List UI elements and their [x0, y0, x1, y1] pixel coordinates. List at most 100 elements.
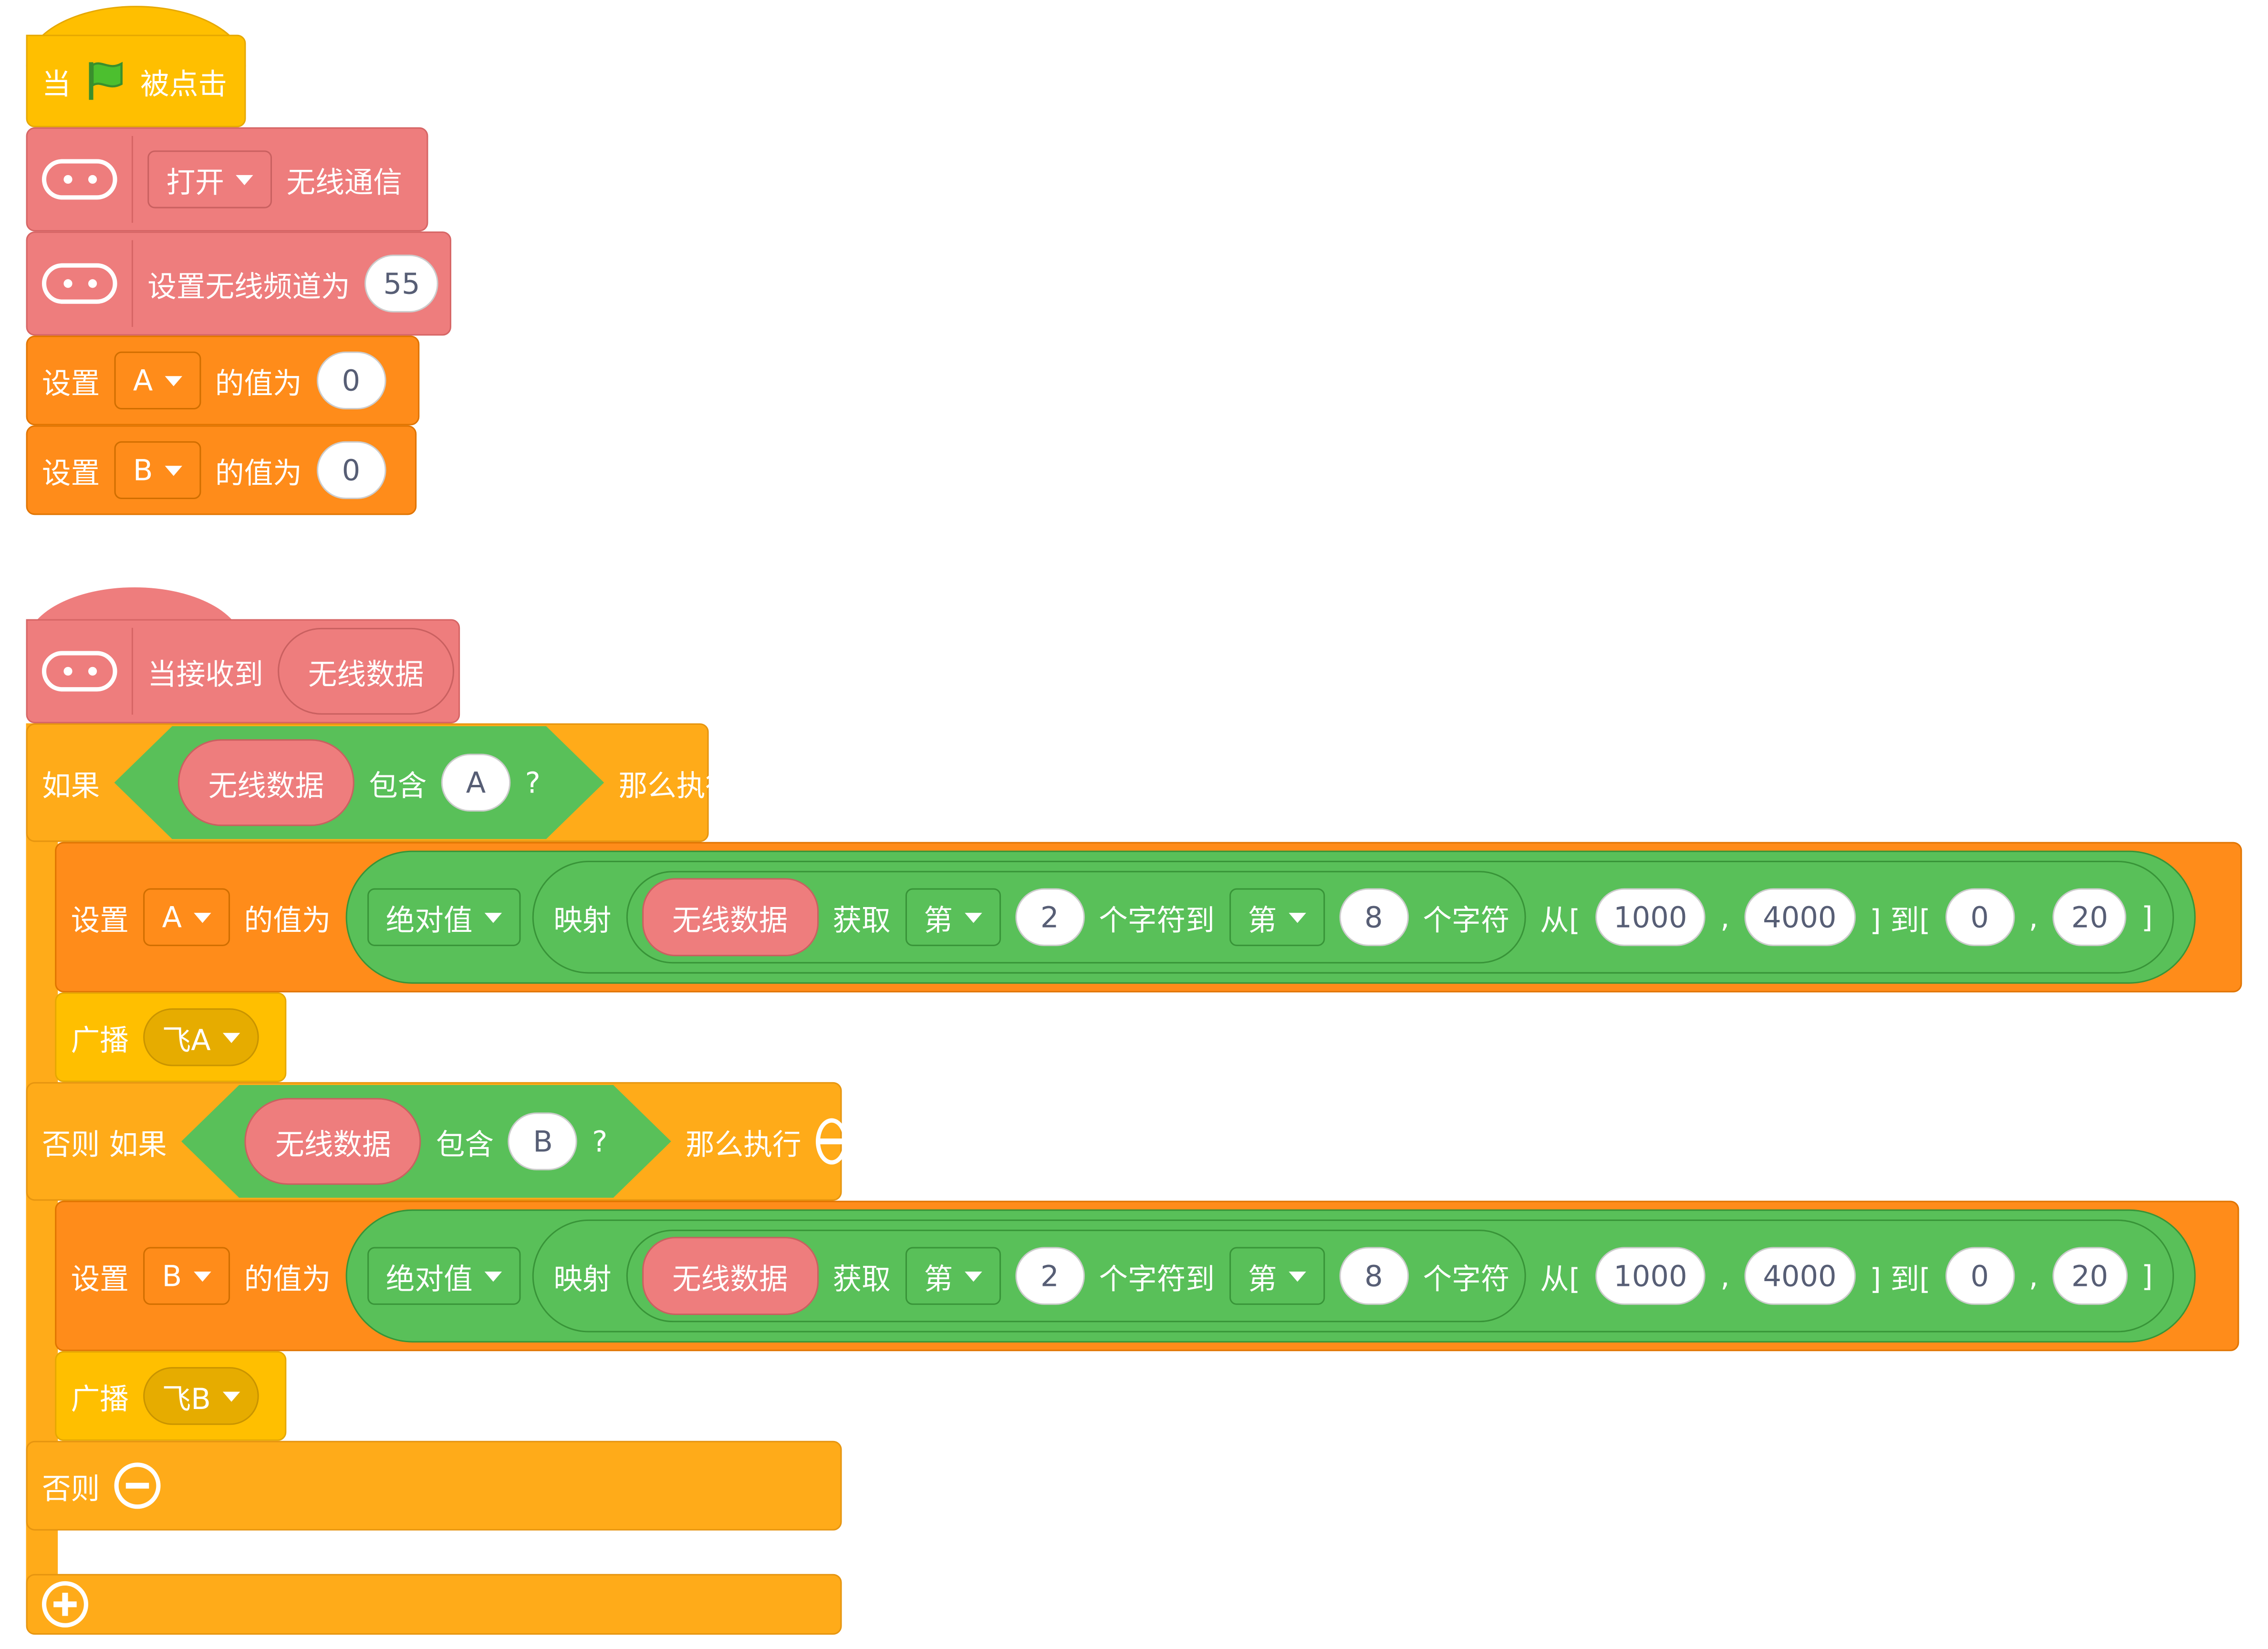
- set-variable-b-block[interactable]: 设置 B 的值为 0: [26, 425, 417, 515]
- chevron-down-icon: [1288, 912, 1306, 922]
- then-label: 那么执行: [686, 1126, 801, 1161]
- message-dropdown[interactable]: 飞A: [143, 1008, 259, 1066]
- to-high-input[interactable]: 20: [2052, 1247, 2127, 1305]
- variable-dropdown[interactable]: B: [143, 1247, 230, 1305]
- dropdown-value: A: [162, 899, 182, 935]
- green-flag-icon: [89, 62, 123, 100]
- set-variable-a-block[interactable]: 设置 A 的值为 0: [26, 335, 420, 426]
- map-reporter[interactable]: 映射 无线数据 获取 第 2 个字符到 第 8 个字符: [531, 860, 2174, 974]
- contains-value-input[interactable]: A: [441, 754, 511, 812]
- variable-dropdown[interactable]: B: [114, 441, 201, 500]
- chevron-down-icon: [484, 1271, 502, 1281]
- radio-data-reporter[interactable]: 无线数据: [642, 878, 819, 957]
- microbit-icon: [42, 159, 117, 200]
- chevron-down-icon: [964, 1271, 982, 1281]
- radio-mode-dropdown[interactable]: 打开: [147, 150, 272, 209]
- set-channel-label: 设置无线频道为: [147, 268, 350, 303]
- dropdown-value: 第: [1248, 1261, 1277, 1296]
- chevron-down-icon: [484, 912, 502, 922]
- math-op-dropdown[interactable]: 绝对值: [367, 1247, 520, 1305]
- add-branch-icon[interactable]: [42, 1581, 88, 1628]
- when-flag-clicked-block[interactable]: 当 被点击: [26, 34, 246, 127]
- math-op-dropdown[interactable]: 绝对值: [367, 888, 520, 946]
- radio-data-param[interactable]: 无线数据: [278, 627, 455, 715]
- then-label: 那么执行: [618, 767, 735, 803]
- to-high-input[interactable]: 20: [2052, 888, 2127, 946]
- channel-input[interactable]: 55: [364, 254, 439, 313]
- contains-label: 包含: [369, 767, 427, 803]
- value-label: 的值为: [244, 1261, 331, 1296]
- index-mode-dropdown[interactable]: 第: [905, 1247, 1001, 1305]
- from-low-input[interactable]: 1000: [1594, 1247, 1706, 1305]
- radio-data-reporter[interactable]: 无线数据: [642, 1237, 819, 1315]
- set-channel-block[interactable]: 设置无线频道为 55: [26, 231, 451, 336]
- else-if-label: 否则 如果: [42, 1126, 167, 1161]
- remove-branch-icon[interactable]: [815, 1118, 848, 1165]
- dropdown-value: 飞B: [162, 1380, 211, 1416]
- substring-reporter[interactable]: 无线数据 获取 第 2 个字符到 第 8 个字符: [625, 871, 1526, 964]
- remove-branch-icon[interactable]: [114, 1462, 161, 1509]
- abs-reporter[interactable]: 绝对值 映射 无线数据 获取 第 2 个字符到 第: [345, 1209, 2196, 1343]
- message-dropdown[interactable]: 飞B: [143, 1367, 259, 1425]
- dropdown-value: B: [133, 452, 153, 488]
- contains-condition[interactable]: 无线数据 包含 A ?: [114, 726, 604, 839]
- from-high-input[interactable]: 4000: [1744, 1247, 1856, 1305]
- broadcast-a-block[interactable]: 广播 飞A: [55, 992, 287, 1082]
- contains-value-input[interactable]: B: [508, 1113, 578, 1170]
- end-index-input[interactable]: 8: [1339, 1247, 1409, 1305]
- map-reporter[interactable]: 映射 无线数据 获取 第 2 个字符到 第 8 个字符: [531, 1219, 2174, 1333]
- if-row[interactable]: 如果 无线数据 包含 A ? 那么执行: [26, 723, 734, 842]
- chars-label: 个字符: [1423, 902, 1510, 937]
- index-mode-dropdown[interactable]: 第: [905, 888, 1001, 946]
- value-input[interactable]: 0: [316, 351, 386, 410]
- question-label: ?: [592, 1124, 608, 1159]
- when-radio-received-block[interactable]: 当接收到 无线数据: [26, 619, 460, 723]
- chevron-down-icon: [1288, 1271, 1306, 1281]
- set-b-map-block[interactable]: 设置 B 的值为 绝对值 映射 无线数据 获取 第 2: [55, 1200, 2239, 1351]
- microbit-icon: [42, 651, 117, 692]
- to-low-input[interactable]: 0: [1945, 888, 2015, 946]
- if-else-block-footer: [26, 1574, 842, 1635]
- chevron-down-icon: [164, 465, 182, 475]
- from-low-input[interactable]: 1000: [1594, 888, 1706, 946]
- broadcast-label: 广播: [71, 1380, 129, 1416]
- index-mode-dropdown[interactable]: 第: [1229, 1247, 1325, 1305]
- from-label: 从[: [1540, 1261, 1581, 1296]
- abs-reporter[interactable]: 绝对值 映射 无线数据 获取 第 2 个字符到 第: [345, 850, 2196, 984]
- variable-dropdown[interactable]: A: [143, 888, 230, 946]
- end-index-input[interactable]: 8: [1339, 888, 1409, 946]
- to-low-input[interactable]: 0: [1945, 1247, 2015, 1305]
- radio-toggle-block[interactable]: 打开 无线通信: [26, 127, 428, 232]
- value-input[interactable]: 0: [316, 441, 386, 500]
- chevron-down-icon: [964, 912, 982, 922]
- chars-label: 个字符: [1423, 1261, 1510, 1296]
- else-row[interactable]: 否则: [26, 1440, 842, 1531]
- else-if-row[interactable]: 否则 如果 无线数据 包含 B ? 那么执行: [26, 1082, 848, 1201]
- value-label: 的值为: [215, 365, 302, 400]
- set-label: 设置: [71, 902, 129, 937]
- set-a-map-block[interactable]: 设置 A 的值为 绝对值 映射 无线数据 获取 第 2: [55, 842, 2242, 992]
- broadcast-b-block[interactable]: 广播 飞B: [55, 1351, 287, 1441]
- chevron-down-icon: [236, 174, 253, 185]
- to-label: 个字符到: [1099, 1261, 1215, 1296]
- chevron-down-icon: [193, 912, 211, 922]
- index-mode-dropdown[interactable]: 第: [1229, 888, 1325, 946]
- from-label: 从[: [1540, 902, 1581, 937]
- dropdown-value: 打开: [166, 164, 224, 199]
- broadcast-label: 广播: [71, 1022, 129, 1057]
- radio-data-reporter[interactable]: 无线数据: [178, 739, 354, 826]
- divider: [131, 627, 133, 715]
- set-label: 设置: [42, 455, 100, 490]
- contains-condition[interactable]: 无线数据 包含 B ?: [181, 1085, 671, 1198]
- substring-reporter[interactable]: 无线数据 获取 第 2 个字符到 第 8 个字符: [626, 1230, 1526, 1323]
- start-index-input[interactable]: 2: [1015, 1247, 1085, 1305]
- from-high-input[interactable]: 4000: [1744, 888, 1855, 946]
- if-label: 如果: [42, 767, 100, 803]
- radio-data-reporter[interactable]: 无线数据: [245, 1098, 421, 1185]
- variable-dropdown[interactable]: A: [114, 351, 201, 410]
- value-label: 的值为: [244, 902, 331, 937]
- start-index-input[interactable]: 2: [1015, 888, 1084, 946]
- dropdown-value: 绝对值: [385, 1261, 473, 1296]
- chevron-down-icon: [222, 1391, 240, 1401]
